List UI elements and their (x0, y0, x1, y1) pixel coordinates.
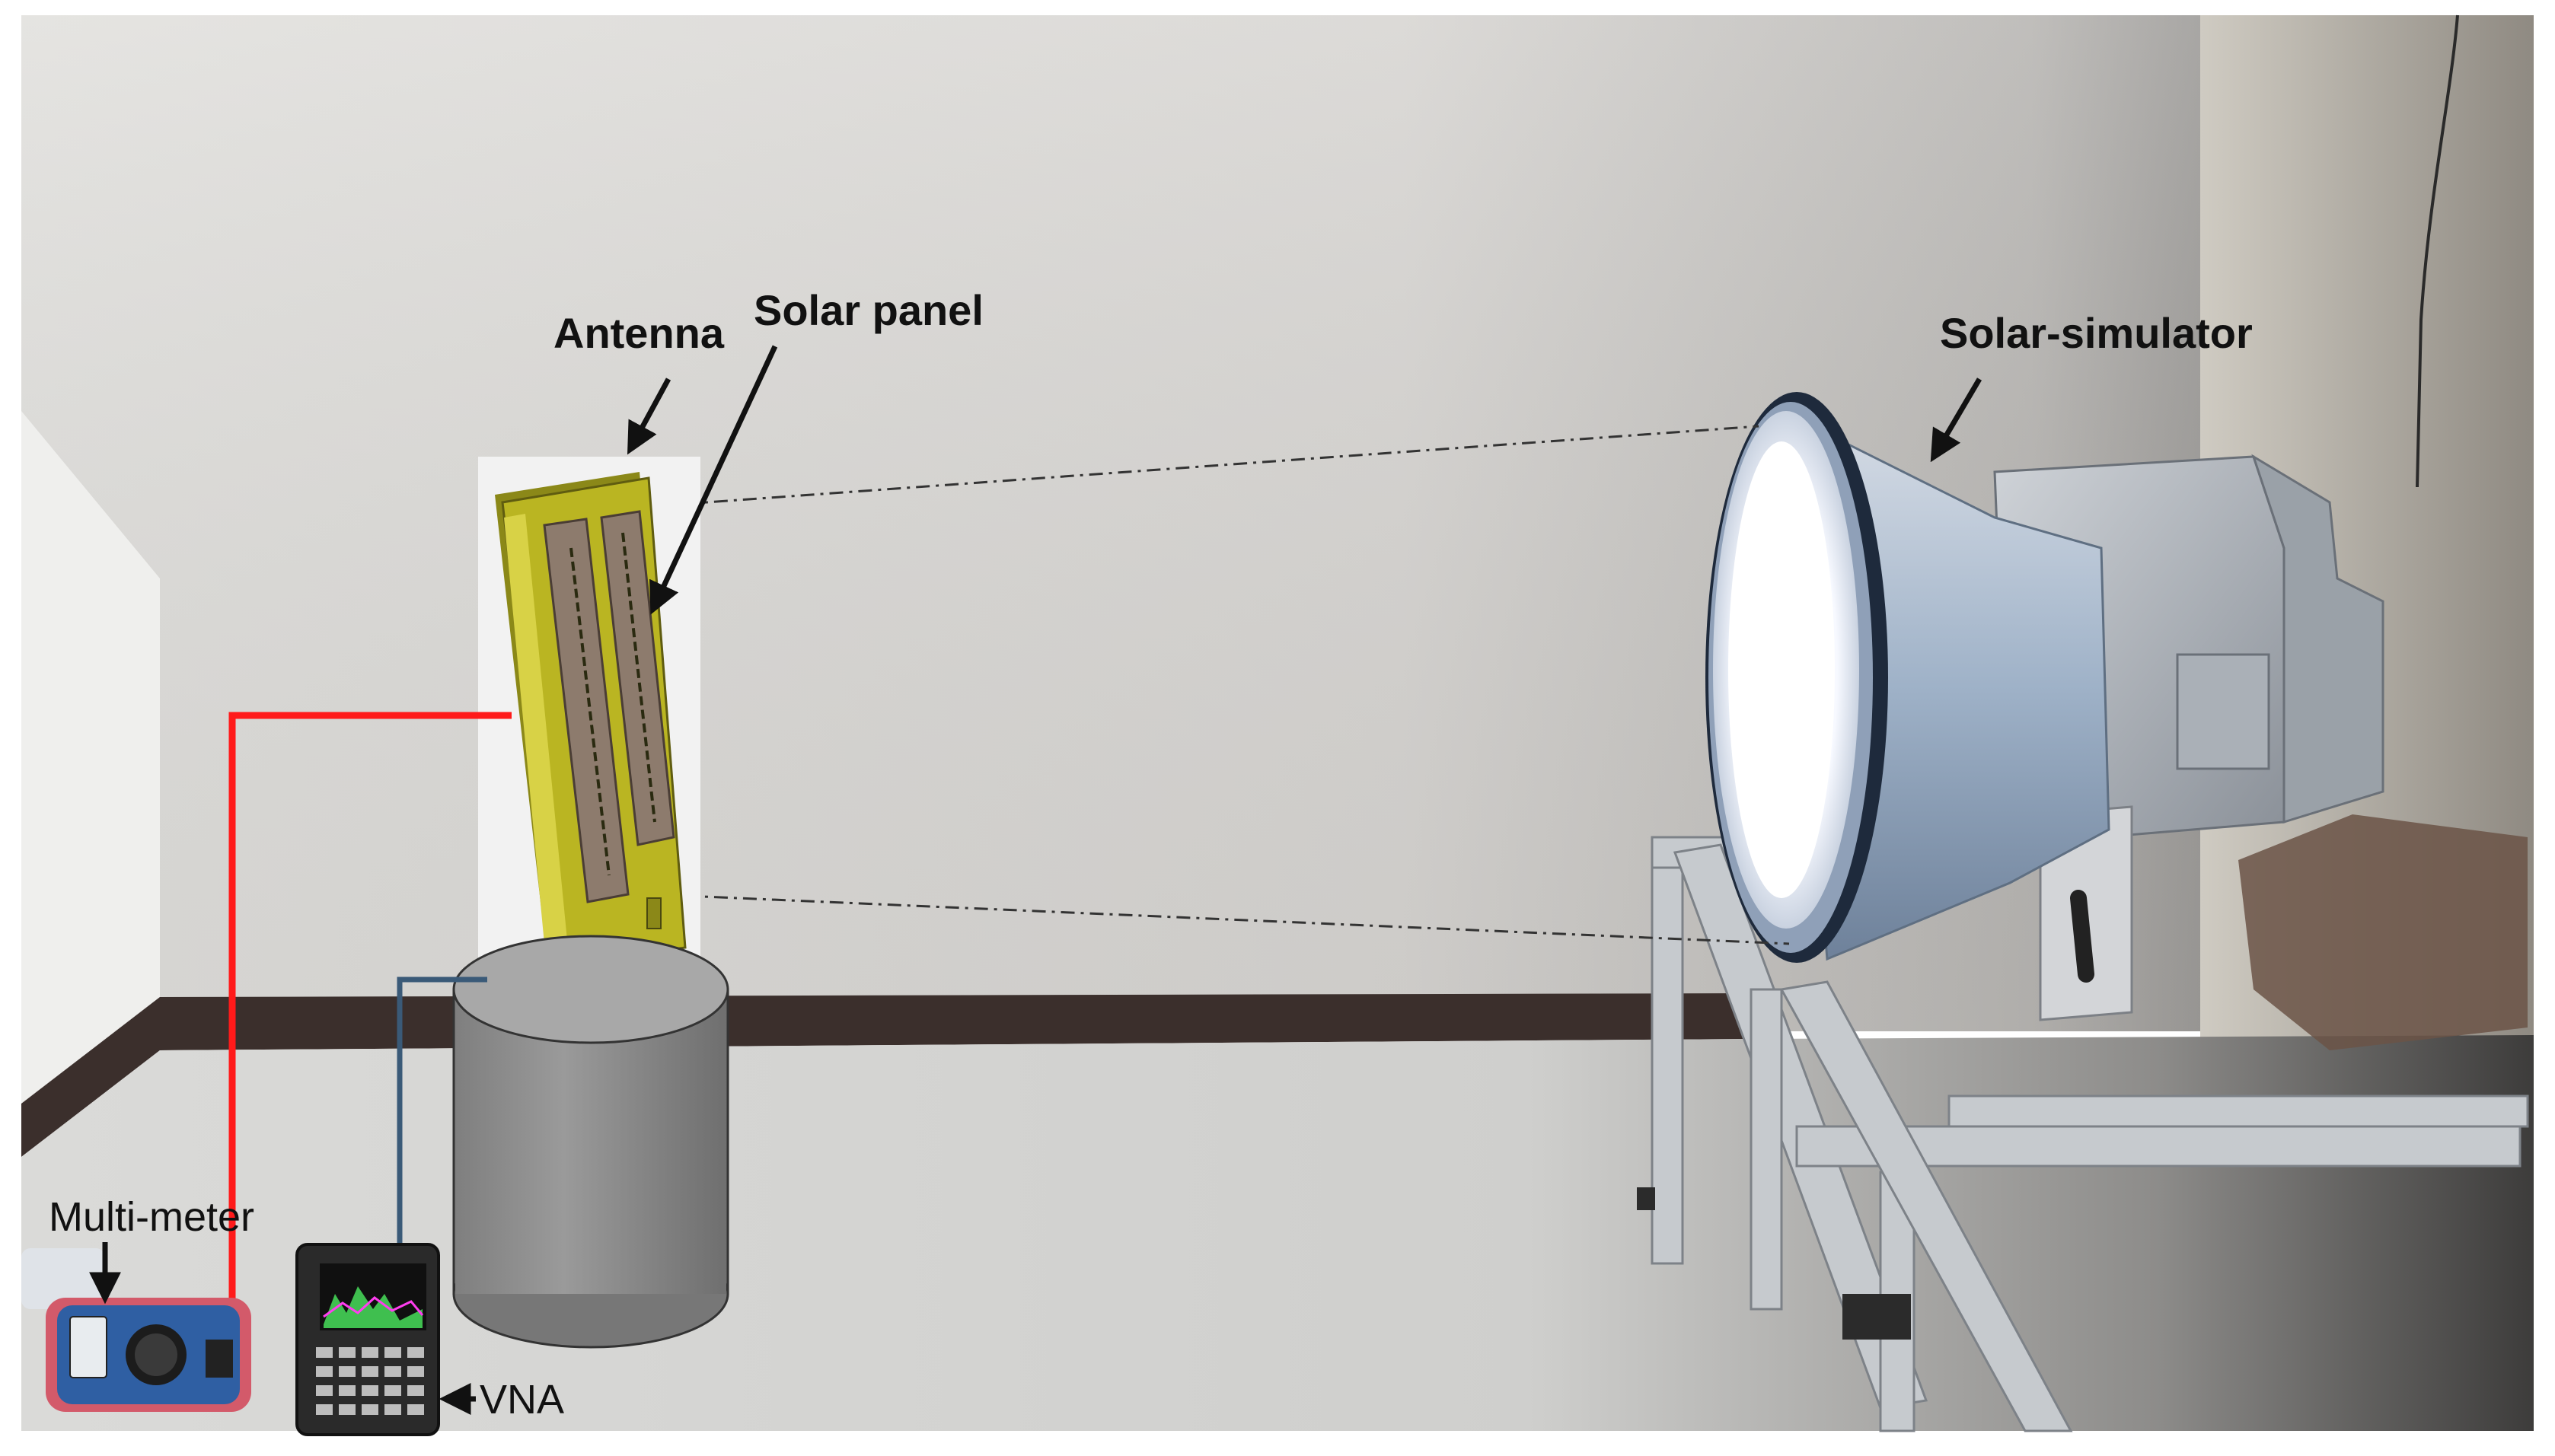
vna-analyzer-icon (295, 1243, 440, 1436)
solar-simulator-lamp (1705, 392, 1888, 963)
multimeter-label: Multi-meter (49, 1194, 255, 1240)
red-wire (228, 712, 512, 1324)
solar-cell-left (543, 518, 630, 903)
antenna-arrow (627, 378, 671, 455)
simulator-stand (1651, 836, 2529, 1432)
solar-panel-arrow (649, 345, 778, 615)
simulator-arrow (1930, 378, 1982, 463)
pedestal (452, 935, 729, 1349)
solar-panel-label: Solar panel (754, 286, 984, 334)
vna-cable (397, 977, 487, 1256)
solar-simulator-label: Solar-simulator (1940, 309, 2253, 357)
beam-lines (684, 425, 1790, 945)
annotation-arrows (89, 345, 1982, 1415)
vna-label: VNA (480, 1377, 565, 1423)
antenna-pcb (495, 472, 687, 970)
wooden-block (2238, 814, 2528, 1050)
left-side-wall (21, 411, 160, 1104)
antenna-label: Antenna (553, 309, 724, 357)
wall-cable (2416, 14, 2459, 488)
multimeter-icon (21, 1248, 251, 1412)
